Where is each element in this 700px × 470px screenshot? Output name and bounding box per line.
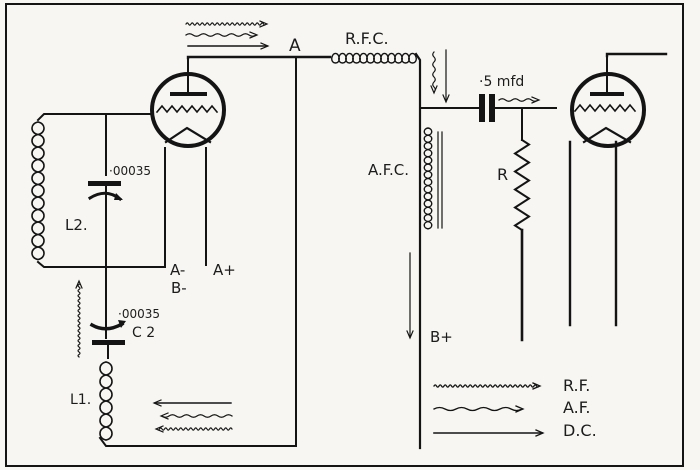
grid-zigzag xyxy=(155,104,219,114)
af-right-arrow xyxy=(498,96,541,104)
legend-af-label: A.F. xyxy=(563,398,590,417)
coil-l2-label: L2. xyxy=(65,216,88,234)
detector-valve xyxy=(150,57,226,148)
rfc-choke xyxy=(331,52,417,64)
a-minus-label: A- xyxy=(170,261,185,279)
grid-wire xyxy=(36,113,153,122)
coupling-cap-value: ·5 mfd xyxy=(479,74,524,90)
filament xyxy=(164,126,212,144)
reaction-cap-label: C 2 xyxy=(132,325,155,341)
legend-af-line xyxy=(433,405,525,413)
b-plus-label: B+ xyxy=(430,328,453,346)
legend-dc-label: D.C. xyxy=(563,421,597,440)
legend-dc-line xyxy=(433,429,545,437)
top-rf-arrow xyxy=(185,20,269,28)
diagram-border xyxy=(5,3,684,467)
tuning-cap-value: ·00035 xyxy=(109,164,151,178)
top-dc-arrow xyxy=(187,42,270,50)
legend-rf-label: R.F. xyxy=(563,376,590,395)
legend: R.F. A.F. D.C. xyxy=(433,376,597,440)
coupling-capacitor xyxy=(479,94,495,122)
coil-turns xyxy=(99,361,113,441)
bottom-return-wire xyxy=(98,436,297,447)
reaction-cap-value: ·00035 xyxy=(118,307,160,321)
top-af-arrow xyxy=(185,31,259,39)
b-minus-label: B- xyxy=(171,279,187,297)
filament-return-wire xyxy=(36,147,166,268)
legend-rf-line xyxy=(433,382,542,390)
node-a-label: A xyxy=(289,36,301,56)
bottom-rf-arrow xyxy=(154,425,233,433)
a-plus-label: A+ xyxy=(213,261,236,279)
afc-label: A.F.C. xyxy=(368,161,409,179)
coil-l2 xyxy=(31,121,45,261)
rfc-output-wire xyxy=(414,52,422,450)
plate-wire xyxy=(186,55,332,60)
resistor-r xyxy=(513,138,531,232)
amp-plate-wire xyxy=(605,52,668,58)
amplifier-valve xyxy=(570,55,646,148)
coil-l1 xyxy=(99,361,113,441)
dc-downward-arrow xyxy=(442,49,450,104)
dc-downward-arrow-bplus xyxy=(406,252,414,340)
coil-l1-label: L1. xyxy=(70,392,91,408)
afc-choke xyxy=(423,127,433,230)
rfc-label: R.F.C. xyxy=(345,29,389,48)
coil-turns xyxy=(31,121,45,261)
rf-upward-arrow xyxy=(75,279,83,358)
coil-turns xyxy=(423,127,433,230)
tuning-capacitor xyxy=(87,181,123,339)
resistor-label: R xyxy=(497,165,508,184)
rf-downward-arrow xyxy=(430,51,438,95)
bottom-af-arrow xyxy=(159,412,233,420)
reaction-capacitor-c2 xyxy=(89,320,126,359)
coil-turns xyxy=(331,52,417,64)
bottom-dc-arrow xyxy=(152,399,232,407)
